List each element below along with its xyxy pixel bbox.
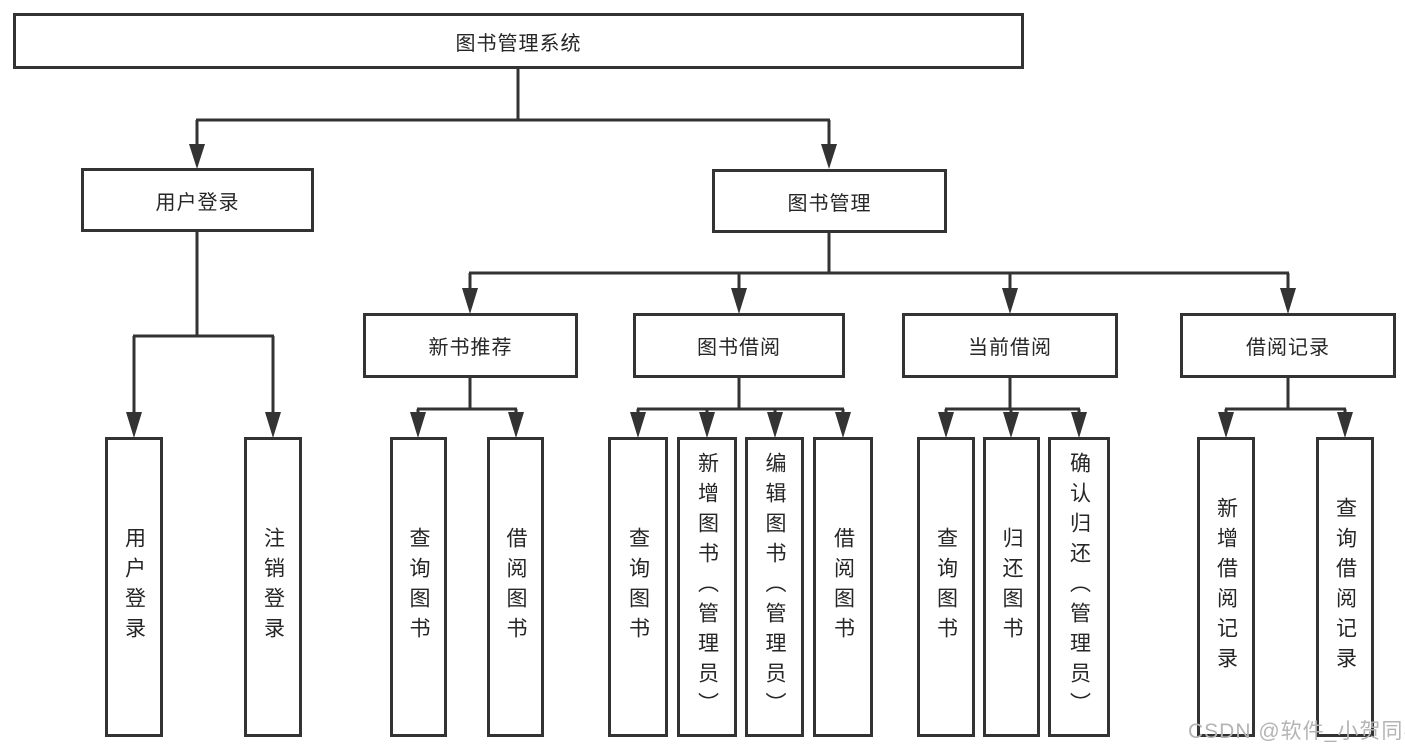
node-borrowing-records: 借阅记录 — [1180, 313, 1396, 378]
leaf-return-books: 归还图书 — [983, 437, 1040, 737]
node-user-login: 用户登录 — [81, 168, 314, 232]
leaf-query-books-current-label: 查询图书 — [934, 527, 958, 647]
leaf-confirm-return-admin: 确认归还（管理员） — [1048, 437, 1110, 737]
node-borrowing-records-label: 借阅记录 — [1246, 337, 1330, 359]
leaf-borrow-books-recommend: 借阅图书 — [487, 437, 544, 737]
node-book-borrowing-label: 图书借阅 — [697, 337, 781, 359]
node-book-management: 图书管理 — [712, 169, 947, 233]
leaf-query-books-borrowing-label: 查询图书 — [626, 527, 650, 647]
leaf-user-login: 用户登录 — [105, 437, 163, 737]
leaf-edit-book-admin: 编辑图书（管理员） — [745, 437, 804, 737]
leaf-add-book-admin: 新增图书（管理员） — [677, 437, 737, 737]
leaf-add-borrow-record-label: 新增借阅记录 — [1214, 497, 1238, 677]
node-current-borrowing-label: 当前借阅 — [968, 337, 1052, 359]
leaf-query-borrow-record: 查询借阅记录 — [1316, 437, 1374, 737]
node-user-login-label: 用户登录 — [155, 191, 240, 214]
leaf-add-book-admin-label: 新增图书（管理员） — [695, 452, 719, 722]
leaf-query-books-borrowing: 查询图书 — [608, 437, 668, 737]
leaf-borrow-books-borrowing: 借阅图书 — [813, 437, 873, 737]
node-library-management-system-label: 图书管理系统 — [455, 32, 582, 55]
leaf-query-books-current: 查询图书 — [917, 437, 975, 737]
node-book-borrowing: 图书借阅 — [633, 313, 845, 378]
leaf-logout-label: 注销登录 — [261, 527, 285, 647]
node-current-borrowing: 当前借阅 — [902, 313, 1118, 378]
leaf-query-books-recommend: 查询图书 — [390, 437, 447, 737]
leaf-query-books-recommend-label: 查询图书 — [407, 527, 430, 647]
leaf-confirm-return-admin-label: 确认归还（管理员） — [1067, 452, 1091, 722]
leaf-add-borrow-record: 新增借阅记录 — [1197, 437, 1255, 737]
leaf-edit-book-admin-label: 编辑图书（管理员） — [763, 452, 786, 722]
leaf-return-books-label: 归还图书 — [1000, 527, 1023, 647]
node-library-management-system: 图书管理系统 — [13, 13, 1024, 69]
node-new-book-recommendation-label: 新书推荐 — [428, 337, 513, 359]
leaf-logout: 注销登录 — [244, 437, 302, 737]
leaf-query-borrow-record-label: 查询借阅记录 — [1333, 497, 1357, 677]
leaf-borrow-books-recommend-label: 借阅图书 — [504, 527, 527, 647]
node-book-management-label: 图书管理 — [787, 192, 872, 215]
node-new-book-recommendation: 新书推荐 — [363, 313, 578, 378]
leaf-user-login-label: 用户登录 — [122, 527, 146, 647]
leaf-borrow-books-borrowing-label: 借阅图书 — [831, 527, 855, 647]
csdn-watermark: CSDN @软件_小贺同学 — [1188, 720, 1405, 743]
